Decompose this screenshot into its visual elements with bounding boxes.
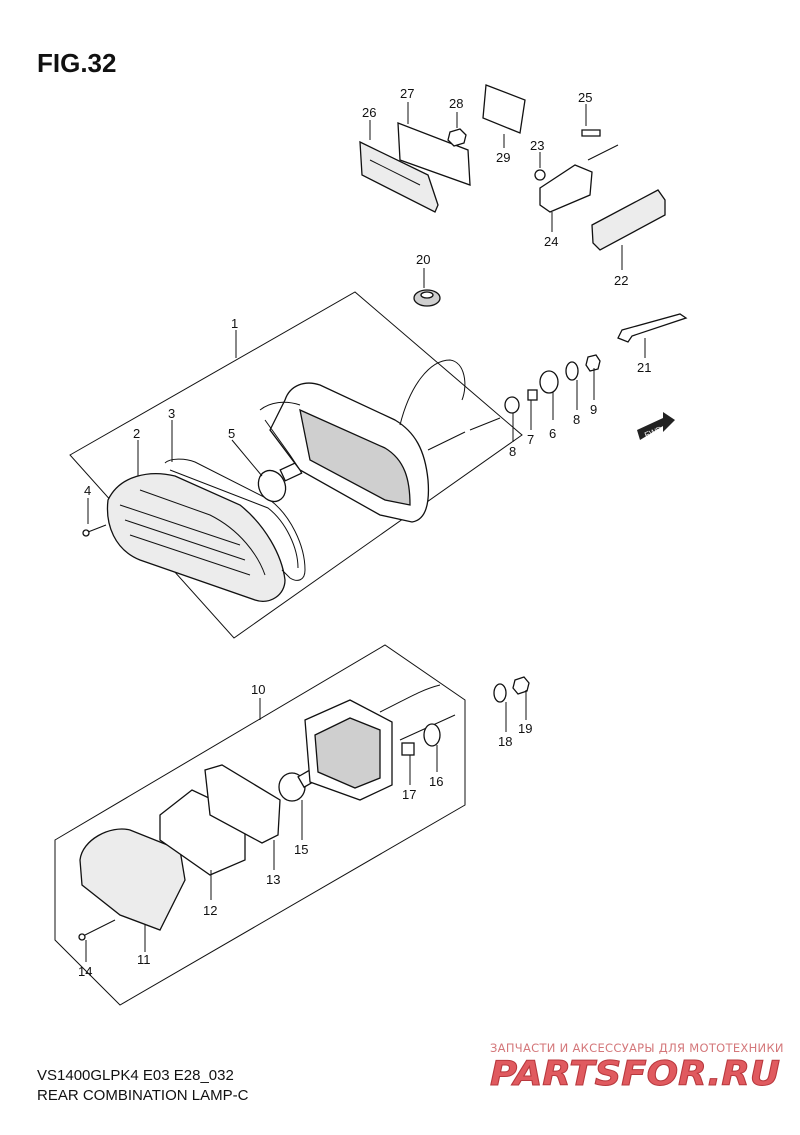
- callout-21: 21: [637, 360, 651, 375]
- callout-25: 25: [578, 90, 592, 105]
- watermark-logo: PARTSFOR.RU: [490, 1054, 781, 1094]
- figure-caption: REAR COMBINATION LAMP-C: [37, 1087, 249, 1104]
- callout-7: 7: [527, 432, 534, 447]
- callout-5: 5: [228, 426, 235, 441]
- callout-26: 26: [362, 105, 376, 120]
- callout-16: 16: [429, 774, 443, 789]
- bulb-part-5: [257, 461, 303, 503]
- screw-part-14: [84, 919, 116, 936]
- callout-1: 1: [231, 316, 238, 331]
- small-hardware-upper: [504, 354, 601, 414]
- callout-28: 28: [449, 96, 463, 111]
- callout-15: 15: [294, 842, 308, 857]
- callout-18: 18: [498, 734, 512, 749]
- figure-code: VS1400GLPK4 E03 E28_032: [37, 1067, 234, 1084]
- license-lens-part-11: [79, 828, 186, 931]
- callout-9: 9: [590, 402, 597, 417]
- callout-14: 14: [78, 964, 92, 979]
- bracket-part-24: [539, 164, 593, 213]
- reflector-part-22: [591, 189, 666, 251]
- callout-8a: 8: [509, 444, 516, 459]
- figure-title: FIG.32: [37, 48, 117, 78]
- callout-22: 22: [614, 273, 628, 288]
- callout-6: 6: [549, 426, 556, 441]
- callout-11: 11: [137, 952, 151, 967]
- plate-part-27: [397, 122, 471, 186]
- assembly-box-10: [54, 644, 466, 1006]
- small-hardware-lower: [401, 676, 530, 756]
- nut-part-28: [447, 128, 467, 147]
- callout-3: 3: [168, 406, 175, 421]
- bolt-part-25: [581, 129, 601, 137]
- socket-housing-part-10: [304, 684, 456, 801]
- reflector-part-26: [359, 140, 439, 213]
- leader-lines: [85, 102, 646, 962]
- svg-text:PARTSFOR.RU: PARTSFOR.RU: [490, 1054, 780, 1093]
- callout-23: 23: [530, 138, 544, 153]
- callout-2: 2: [133, 426, 140, 441]
- callout-13: 13: [266, 872, 280, 887]
- gasket-part-13: [204, 764, 281, 844]
- lamp-housing-part-1: [259, 359, 501, 523]
- gasket-part: [164, 458, 306, 581]
- screw-part-4: [82, 524, 107, 537]
- callout-20: 20: [416, 252, 430, 267]
- grommet-part-20: [413, 289, 441, 307]
- callout-24: 24: [544, 234, 558, 249]
- callout-8b: 8: [573, 412, 580, 427]
- watermark-subtitle: ЗАПЧАСТИ И АКСЕССУАРЫ ДЛЯ МОТОТЕХНИКИ: [490, 1041, 784, 1055]
- assembly-box-1: [69, 291, 523, 639]
- callout-19: 19: [518, 721, 532, 736]
- pad-part-29: [482, 84, 526, 134]
- callout-10: 10: [251, 682, 265, 697]
- callout-12: 12: [203, 903, 217, 918]
- callout-29: 29: [496, 150, 510, 165]
- tail-lens-part: [106, 473, 286, 602]
- callout-4: 4: [84, 483, 91, 498]
- callout-17: 17: [402, 787, 416, 802]
- callout-numbers: 1 2 3 4 5 6 7 8 8 9 10 11 12 13 14 15 16…: [78, 86, 651, 979]
- bracket-part-21: [617, 313, 688, 343]
- callout-27: 27: [400, 86, 414, 101]
- fwd-arrow-icon: FWD: [637, 412, 675, 440]
- nut-part-23: [534, 169, 546, 181]
